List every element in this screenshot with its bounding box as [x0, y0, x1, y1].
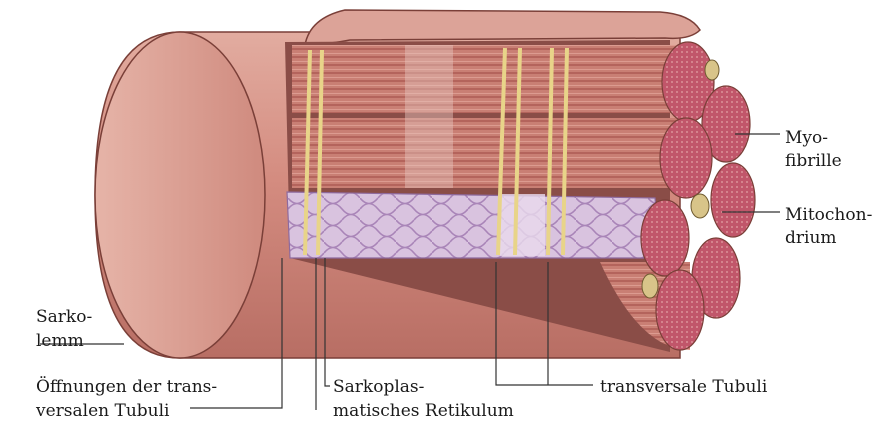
svg-text:matisches Retikulum: matisches Retikulum: [333, 401, 514, 421]
svg-text:drium: drium: [785, 228, 837, 248]
svg-text:Sarko-: Sarko-: [36, 307, 92, 327]
svg-text:Öffnungen der trans-: Öffnungen der trans-: [36, 376, 217, 397]
label-transversale-tubuli: transversale Tubuli: [600, 377, 768, 397]
svg-text:Myo-: Myo-: [785, 128, 828, 148]
label-myofibrille: Myo- fibrille: [785, 128, 842, 171]
svg-text:Sarkoplas-: Sarkoplas-: [333, 377, 424, 397]
svg-text:lemm: lemm: [36, 331, 84, 351]
label-oeffnungen: Öffnungen der trans- versalen Tubuli: [35, 376, 217, 421]
svg-text:fibrille: fibrille: [785, 151, 842, 171]
sarcoplasmic-reticulum: [287, 192, 660, 258]
label-sarkoplasmatisches: Sarkoplas- matisches Retikulum: [333, 377, 514, 421]
svg-text:versalen Tubuli: versalen Tubuli: [35, 401, 170, 421]
label-mitochondrium: Mitochon- drium: [785, 205, 872, 248]
svg-text:Mitochon-: Mitochon-: [785, 205, 872, 225]
